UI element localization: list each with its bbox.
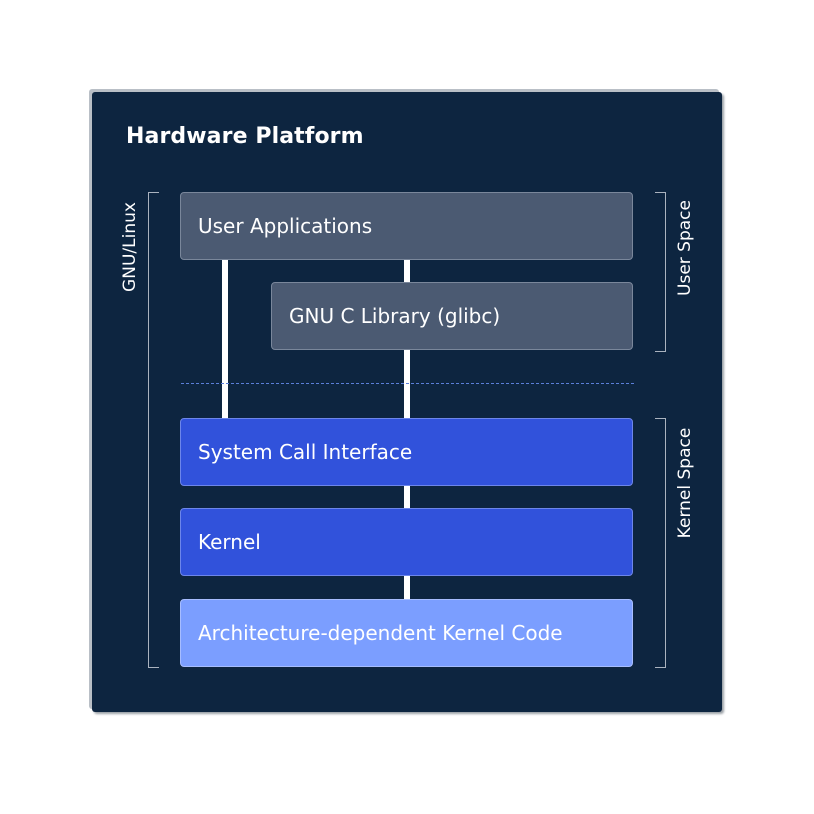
user-space-bracket [655,192,666,352]
kernel-box: Kernel [180,508,633,576]
arch-kernel-code-box: Architecture-dependent Kernel Code [180,599,633,667]
user-kernel-boundary [181,383,634,384]
connector-line-apps-to-glibc [404,260,410,282]
diagram-title: Hardware Platform [126,124,364,149]
system-call-interface-box: System Call Interface [180,418,633,486]
kernel-space-label: Kernel Space [675,427,695,539]
user-applications-box: User Applications [180,192,633,260]
connector-line-syscall-to-kernel [404,486,410,508]
gnu-linux-label: GNU/Linux [120,202,140,292]
connector-line-apps-to-syscall [222,260,228,418]
connector-line-kernel-to-arch [404,576,410,599]
system-call-interface-label: System Call Interface [198,440,413,464]
arch-kernel-code-label: Architecture-dependent Kernel Code [198,621,563,645]
glibc-label: GNU C Library (glibc) [289,304,501,328]
connector-line-glibc-to-syscall [404,350,410,418]
user-applications-label: User Applications [198,214,373,238]
kernel-space-bracket [655,418,666,668]
gnu-linux-bracket [148,192,159,668]
glibc-box: GNU C Library (glibc) [271,282,633,350]
user-space-label: User Space [675,200,695,296]
kernel-label: Kernel [198,530,261,554]
